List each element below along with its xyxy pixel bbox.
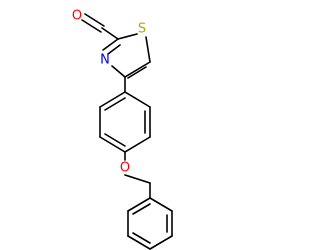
benzyl-ring bbox=[127, 197, 173, 250]
bond-o-ch2 bbox=[124, 174, 151, 184]
bond-p1-p2 bbox=[124, 91, 151, 108]
bond-n-c2-inner bbox=[107, 44, 121, 55]
ether-linkage bbox=[124, 151, 151, 199]
atom-label-nitrogen: N bbox=[100, 53, 110, 68]
atom-label-sulfur: S bbox=[138, 22, 146, 37]
bond-p4-p5 bbox=[99, 136, 126, 153]
aldehyde-group bbox=[81, 13, 119, 40]
bond-co-double-1 bbox=[84, 13, 105, 27]
bond-c4-n bbox=[111, 65, 126, 78]
bond-c5-c4-inner bbox=[127, 66, 147, 79]
bond-b6-b1 bbox=[127, 197, 151, 212]
bond-b3-b4 bbox=[149, 235, 173, 250]
bond-p4-p5-inner bbox=[104, 133, 126, 147]
bond-p3-p4 bbox=[124, 136, 151, 153]
bond-c2-s bbox=[117, 33, 138, 40]
bond-b4-b5 bbox=[127, 235, 151, 250]
atom-label-oxygen-aldehyde: O bbox=[72, 9, 82, 24]
bond-cho-c2 bbox=[101, 27, 119, 40]
phenyl-ring bbox=[99, 91, 151, 153]
bond-b6-b1-inner bbox=[132, 203, 151, 215]
thiazole-ring bbox=[102, 33, 151, 79]
bond-b1-b2 bbox=[149, 197, 173, 212]
bond-p6-p1-inner bbox=[104, 97, 126, 111]
bond-b4-b5-inner bbox=[132, 232, 151, 244]
atom-label-oxygen-ether: O bbox=[120, 161, 130, 176]
bond-c5-c4 bbox=[124, 61, 151, 78]
bond-n-c2 bbox=[102, 38, 119, 51]
bond-s-c5 bbox=[145, 36, 151, 63]
bond-co-double-2 bbox=[81, 19, 102, 33]
chemical-structure: O S N O bbox=[72, 9, 173, 250]
bond-p6-p1 bbox=[99, 91, 126, 108]
